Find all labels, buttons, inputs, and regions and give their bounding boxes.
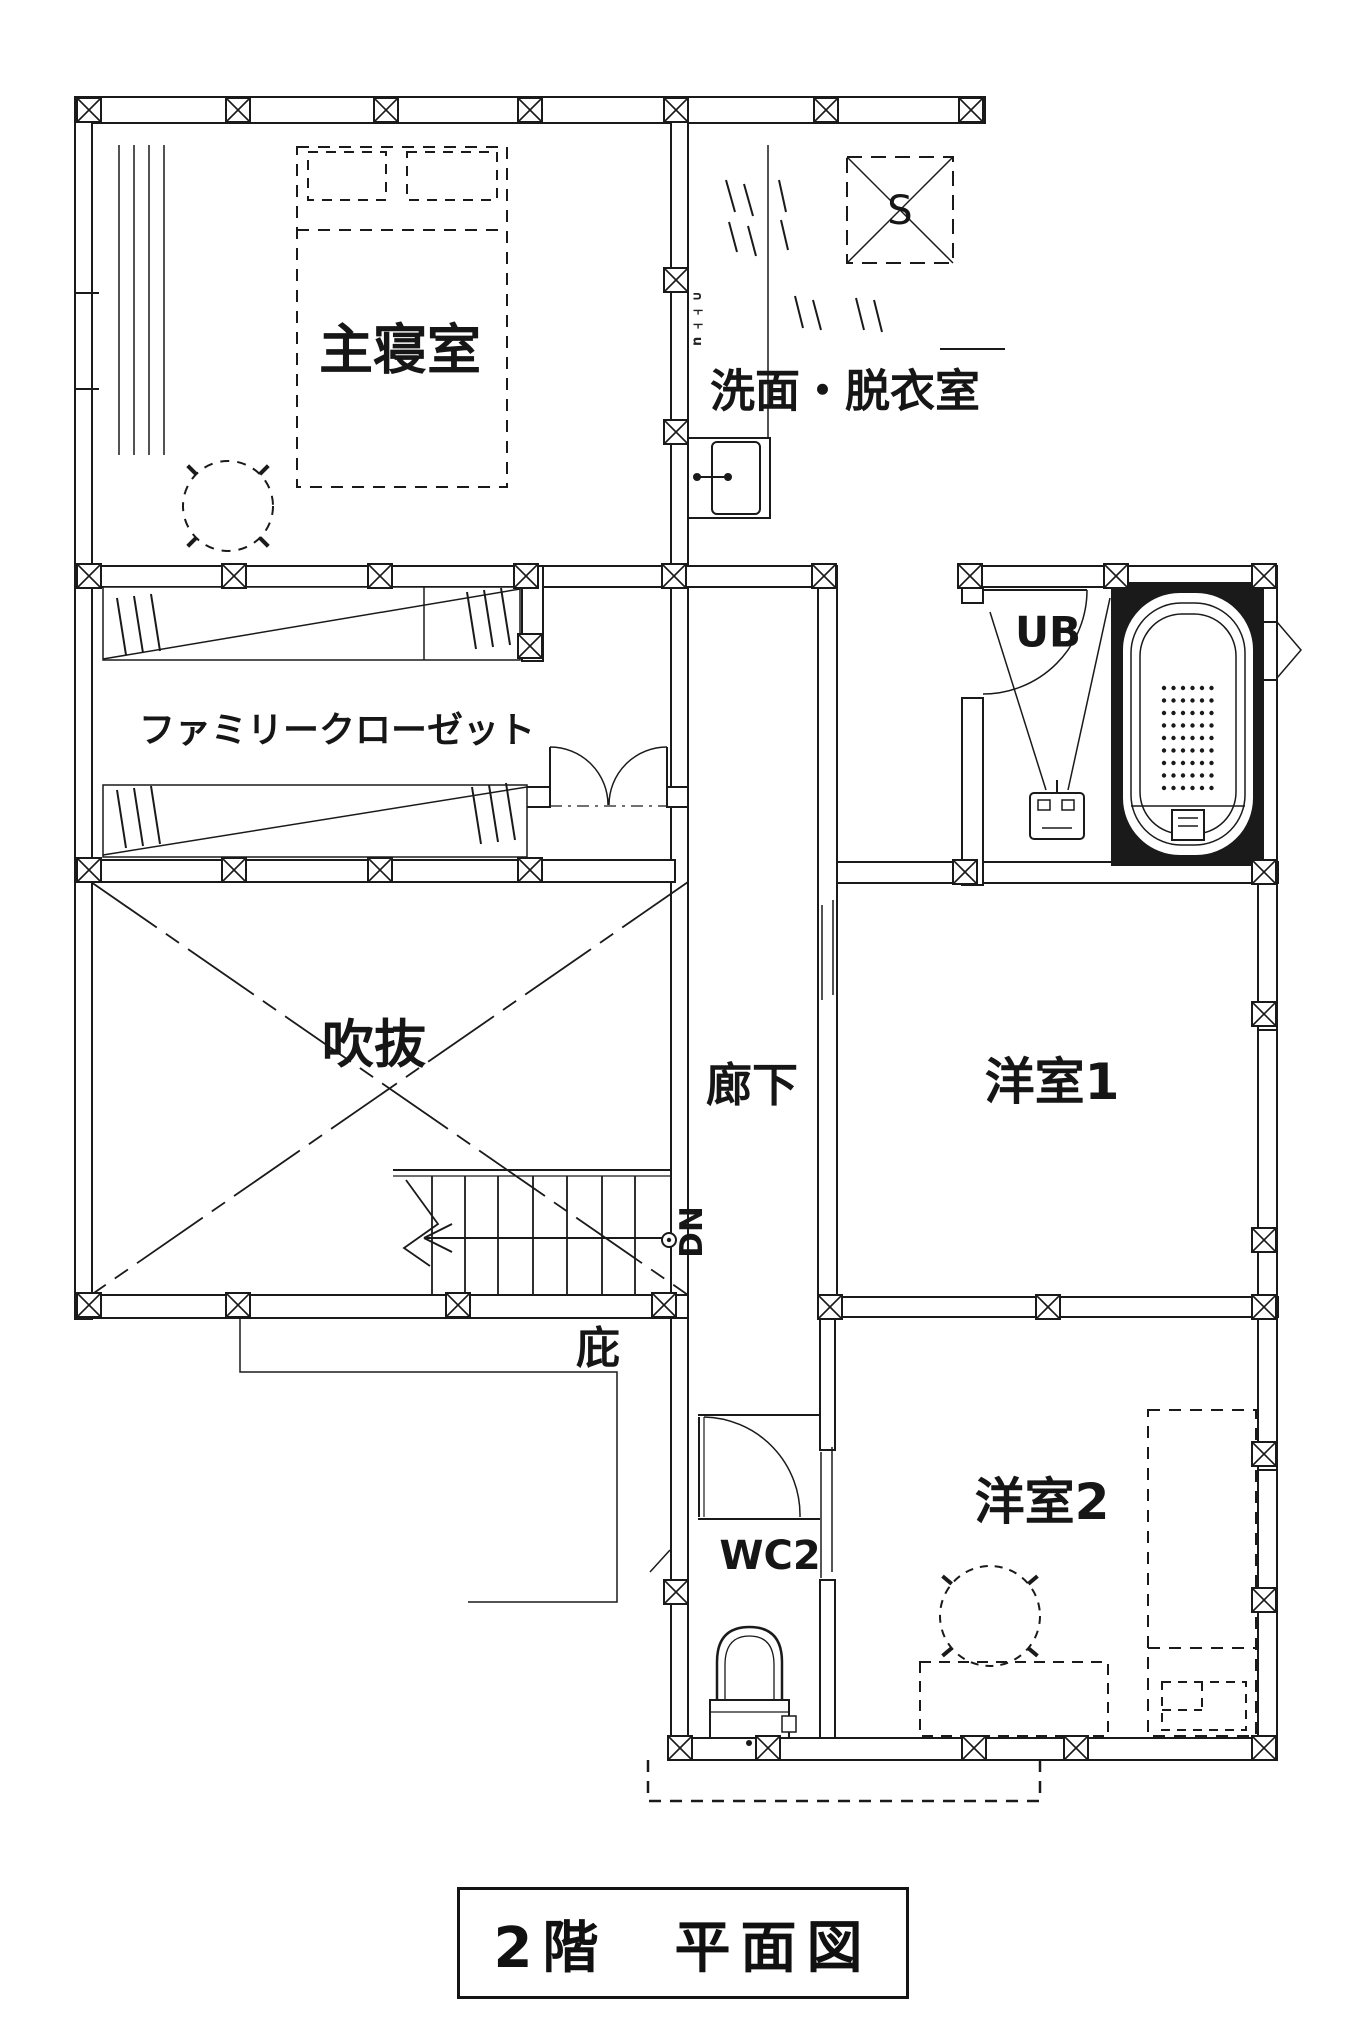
label-down: DN <box>674 1206 710 1258</box>
label-washroom: 洗面・脱衣室 <box>709 364 981 418</box>
drawing-title: 2階 平面図 <box>457 1887 909 1999</box>
label-unit-bath: UB <box>1014 607 1082 657</box>
door-micro-marks: ∩⊦⊦u <box>689 291 705 353</box>
wall-posts <box>76 97 1277 1761</box>
dashed-furniture <box>182 146 1257 1803</box>
label-void: 吹抜 <box>321 1015 427 1076</box>
label-shower-box: S <box>887 188 913 234</box>
label-family-closet: ファミリークローゼット <box>138 710 536 751</box>
label-wc2: WC2 <box>719 1533 821 1579</box>
label-corridor: 廊下 <box>706 1058 798 1112</box>
thin-lines <box>76 145 1302 1603</box>
label-eaves: 庇 <box>576 1323 620 1374</box>
label-master-bedroom: 主寝室 <box>319 318 481 382</box>
label-western-room-1: 洋室1 <box>984 1053 1120 1111</box>
label-western-room-2: 洋室2 <box>974 1473 1110 1531</box>
fixtures <box>687 437 1264 1746</box>
